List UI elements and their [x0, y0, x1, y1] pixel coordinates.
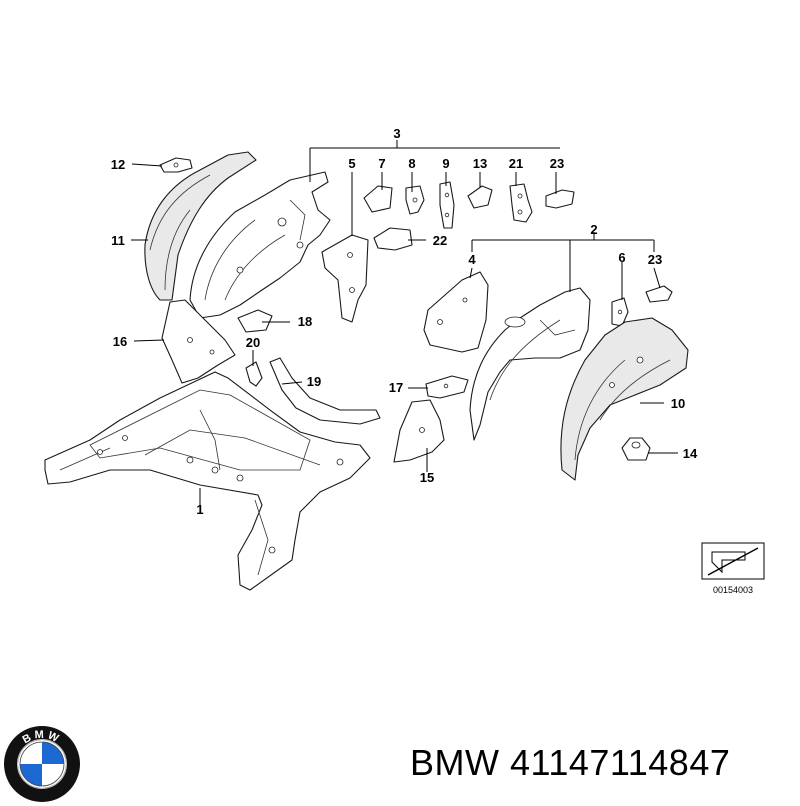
part-11-wheel-arch-outer — [144, 151, 257, 301]
callout-17: 17 — [389, 380, 403, 395]
part-17-bracket — [425, 375, 469, 399]
callout-18: 18 — [298, 314, 312, 329]
arrow-icon — [711, 551, 746, 574]
callout-5: 5 — [348, 156, 355, 171]
part-21-bracket — [509, 183, 533, 223]
callout-16: 16 — [113, 334, 127, 349]
reference-code: 00154003 — [713, 585, 753, 595]
part-2-wheel-housing-right — [469, 287, 591, 441]
part-19-strip — [269, 357, 381, 425]
part-15-bracket — [393, 399, 445, 463]
part-12-bracket — [159, 157, 193, 173]
part-23-bracket-right — [645, 285, 673, 303]
callout-6: 6 — [618, 250, 625, 265]
callout-23-top: 23 — [550, 156, 564, 171]
callout-11: 11 — [111, 233, 125, 248]
callouts: 3 5 7 8 9 13 21 23 12 11 22 2 4 6 23 18 … — [111, 126, 698, 517]
callout-12: 12 — [111, 157, 125, 172]
callout-10: 10 — [671, 396, 685, 411]
callout-2: 2 — [590, 222, 597, 237]
callout-13: 13 — [473, 156, 487, 171]
part-23-bracket-top — [545, 189, 575, 209]
part-14-bracket — [621, 437, 651, 461]
bmw-logo: BMW — [4, 726, 80, 802]
part-1-rear-frame — [44, 371, 371, 591]
callout-9: 9 — [442, 156, 449, 171]
part-9-bracket — [439, 181, 455, 229]
callout-22: 22 — [433, 233, 447, 248]
part-7-bracket — [363, 185, 393, 213]
part-22-bracket — [373, 227, 413, 251]
callout-23-right: 23 — [648, 252, 662, 267]
callout-1: 1 — [196, 502, 203, 517]
wheel-housing-inner — [189, 171, 331, 319]
part-13-bracket — [467, 185, 493, 209]
callout-19: 19 — [307, 374, 321, 389]
svg-text:BMW: BMW — [21, 729, 64, 747]
part-18-bracket — [237, 309, 273, 333]
callout-8: 8 — [408, 156, 415, 171]
part-4-panel — [423, 271, 489, 353]
callout-21: 21 — [509, 156, 523, 171]
callout-3: 3 — [393, 126, 400, 141]
part-8-bracket — [405, 185, 425, 215]
reference-box: 00154003 — [701, 542, 765, 595]
callout-14: 14 — [683, 446, 698, 461]
part-16-panel — [161, 299, 236, 384]
part-5-plate — [321, 234, 369, 323]
leader-lines — [131, 140, 678, 505]
part-20-bracket — [245, 361, 263, 387]
callout-7: 7 — [378, 156, 385, 171]
callout-20: 20 — [246, 335, 260, 350]
callout-4: 4 — [468, 252, 476, 267]
part-number-caption: BMW 41147114847 — [410, 742, 731, 783]
callout-15: 15 — [420, 470, 434, 485]
part-10-wheel-arch-right — [560, 317, 689, 481]
